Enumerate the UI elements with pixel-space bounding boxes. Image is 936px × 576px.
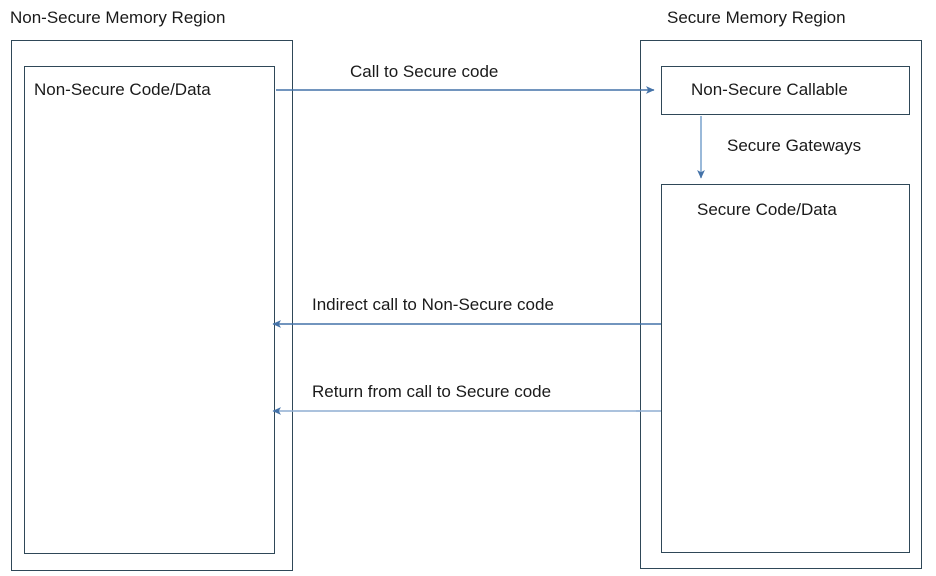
secure-region-title: Secure Memory Region	[667, 8, 846, 27]
nonsecure-code-data-box[interactable]	[24, 66, 275, 554]
nonsecure-code-data-label: Non-Secure Code/Data	[34, 80, 211, 99]
secure-gateways-label: Secure Gateways	[727, 136, 862, 155]
indirect-call-label: Indirect call to Non-Secure code	[312, 295, 554, 314]
nonsecure-callable-label: Non-Secure Callable	[691, 80, 848, 99]
secure-code-data-label: Secure Code/Data	[697, 200, 837, 219]
return-from-call-label: Return from call to Secure code	[312, 382, 552, 401]
call-to-secure-code-label: Call to Secure code	[350, 62, 499, 81]
secure-code-data-box[interactable]	[661, 184, 910, 553]
secure-memory-region-box	[640, 40, 922, 569]
nonsecure-callable-box[interactable]	[661, 66, 910, 115]
nonsecure-region-title: Non-Secure Memory Region	[10, 8, 226, 27]
nonsecure-memory-region-box	[11, 40, 293, 571]
